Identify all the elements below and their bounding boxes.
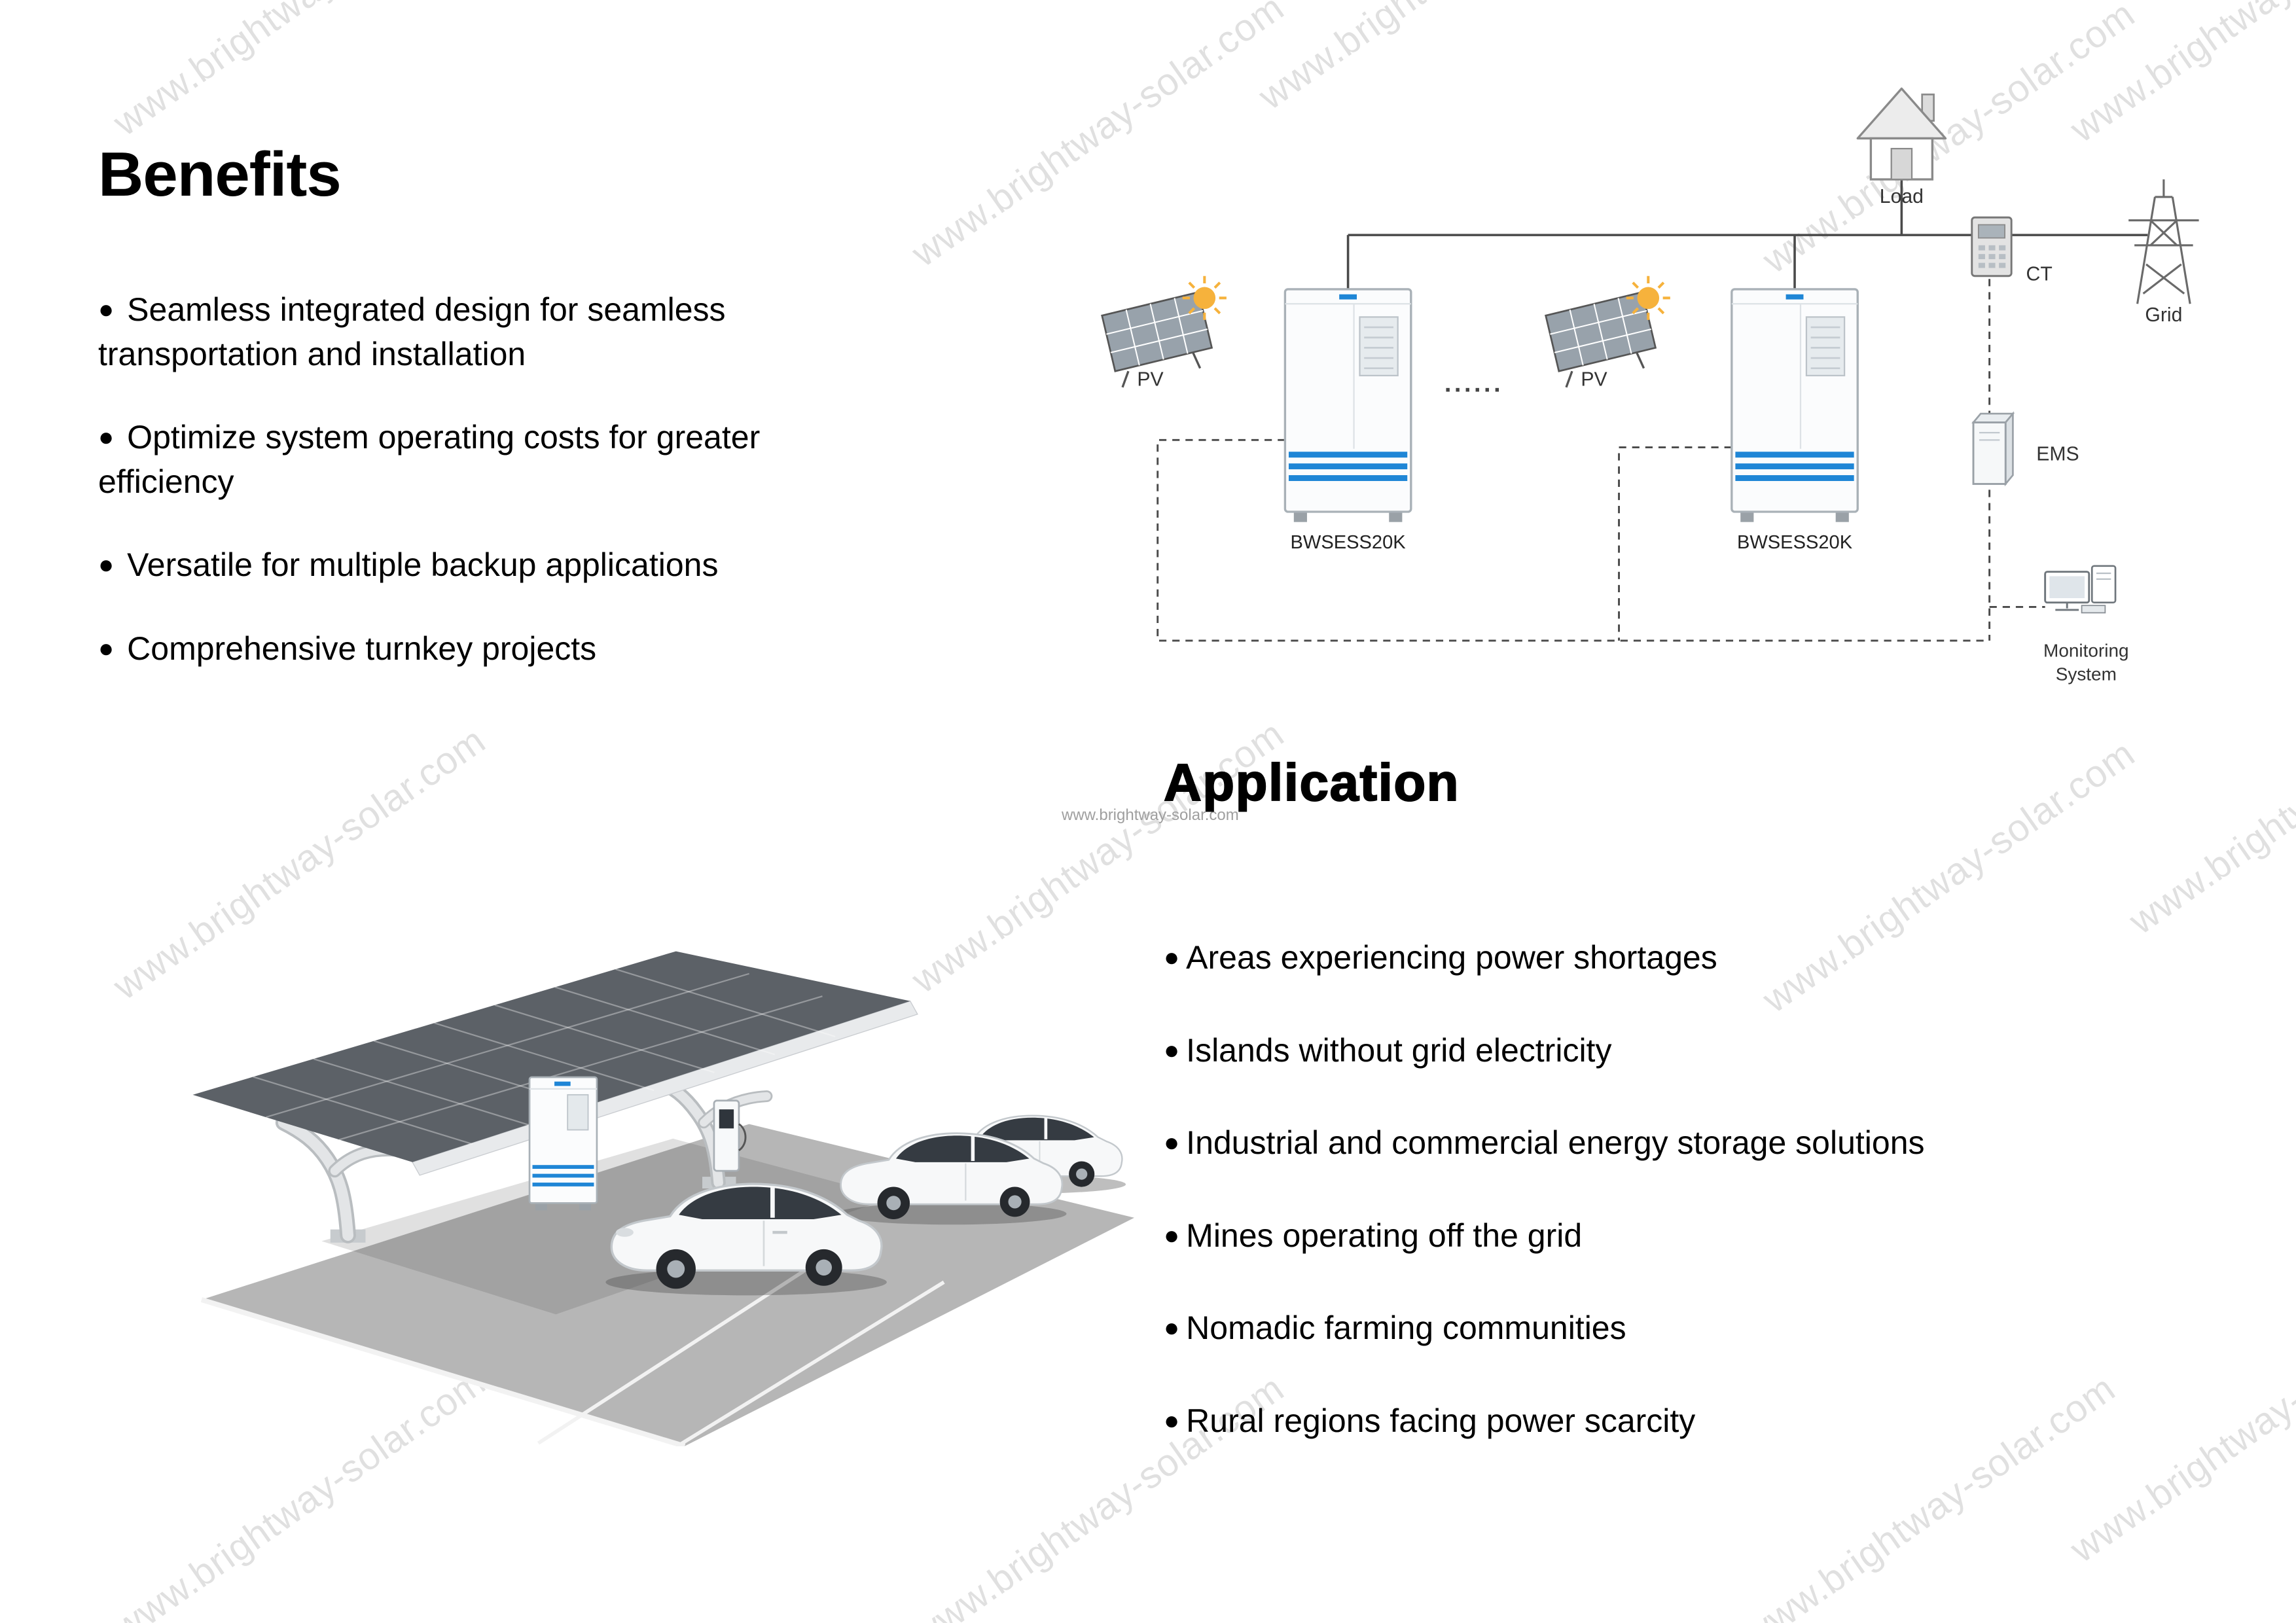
application-text: Areas experiencing power shortages (1186, 939, 1717, 976)
bullet-icon: ● (98, 633, 115, 663)
application-text: Mines operating off the grid (1186, 1217, 1583, 1254)
benefit-item: ● Comprehensive turnkey projects (98, 627, 877, 671)
pv-array-right-icon (1545, 276, 1670, 388)
grid-label: Grid (2145, 304, 2182, 326)
pv-left-label: PV (1137, 369, 1163, 391)
ct-label: CT (2026, 263, 2053, 285)
carport-illustration (192, 951, 1134, 1446)
solid-wiring-lines (1346, 179, 2148, 289)
application-text: Industrial and commercial energy storage… (1186, 1124, 1925, 1161)
pv-array-left-icon (1101, 276, 1227, 388)
application-list: ●Areas experiencing power shortages ●Isl… (1164, 936, 1956, 1491)
bullet-icon: ● (1164, 1221, 1180, 1250)
application-text: Islands without grid electricity (1186, 1031, 1612, 1069)
application-item: ●Mines operating off the grid (1164, 1214, 1956, 1258)
monitoring-system-icon (2044, 565, 2117, 614)
grid-tower-icon (2128, 179, 2199, 304)
carport-battery-cabinet-icon (528, 1076, 598, 1211)
bullet-icon: ● (98, 295, 115, 324)
dashed-comm-lines (1157, 279, 2045, 642)
car-icon-middle (836, 1132, 1067, 1225)
ev-charger-icon (713, 1099, 747, 1172)
battery-cabinet-right-icon (1731, 288, 1859, 522)
bullet-icon: ● (1164, 1128, 1180, 1157)
watermark-text: www.brightway-solar.com (2121, 653, 2296, 943)
application-item: ●Islands without grid electricity (1164, 1029, 1956, 1073)
benefit-text: Seamless integrated design for seamless … (98, 291, 726, 372)
ct-meter-icon (1971, 216, 2013, 277)
application-item: ●Nomadic farming communities (1164, 1306, 1956, 1351)
bullet-icon: ● (1164, 1406, 1180, 1435)
ems-label: EMS (2036, 444, 2079, 465)
watermark-text: www.brightway-solar.com (105, 0, 493, 145)
sun-icon (1626, 276, 1670, 320)
sun-icon (1182, 276, 1227, 320)
application-title: Application (1163, 753, 1460, 812)
benefits-list: ●Seamless integrated design for seamless… (98, 288, 877, 710)
application-text: Nomadic farming communities (1186, 1310, 1626, 1346)
bullet-icon: ● (98, 423, 115, 452)
benefit-item: ● Versatile for multiple backup applicati… (98, 543, 877, 588)
bullet-icon: ● (1164, 1035, 1180, 1065)
benefit-item: ●Optimize system operating costs for gre… (98, 416, 877, 504)
battery-left-label: BWSESS20K (1291, 532, 1407, 553)
application-item: ●Areas experiencing power shortages (1164, 936, 1956, 980)
ems-icon (1971, 411, 2015, 487)
benefit-text: Versatile for multiple backup applicatio… (127, 546, 719, 583)
bullet-icon: ● (98, 550, 115, 579)
load-label: Load (1880, 186, 1924, 207)
car-icon-front (605, 1183, 887, 1296)
battery-cabinet-left-icon (1283, 288, 1412, 522)
application-item: ●Industrial and commercial energy storag… (1164, 1121, 1956, 1166)
monitoring-label-line2: System (2056, 664, 2117, 684)
load-house-icon (1856, 87, 1947, 181)
benefit-item: ●Seamless integrated design for seamless… (98, 288, 877, 376)
watermark-text: www.brightway-solar.com (2062, 1281, 2296, 1571)
benefits-title: Benefits (98, 139, 342, 209)
benefit-text: Comprehensive turnkey projects (127, 630, 597, 667)
system-diagram: Load CT Grid (1101, 87, 2199, 684)
ellipsis-dots: ...... (1444, 370, 1503, 398)
bullet-icon: ● (1164, 1313, 1180, 1342)
bullet-icon: ● (1164, 943, 1180, 972)
pv-right-label: PV (1581, 369, 1607, 391)
battery-right-label: BWSESS20K (1737, 532, 1853, 553)
benefit-text: Optimize system operating costs for grea… (98, 419, 761, 500)
parking-lines (200, 1268, 945, 1446)
monitoring-label-line1: Monitoring (2043, 641, 2129, 661)
canopy-shadow (321, 1138, 893, 1315)
application-text: Rural regions facing power scarcity (1186, 1402, 1696, 1439)
application-item: ●Rural regions facing power scarcity (1164, 1399, 1956, 1444)
